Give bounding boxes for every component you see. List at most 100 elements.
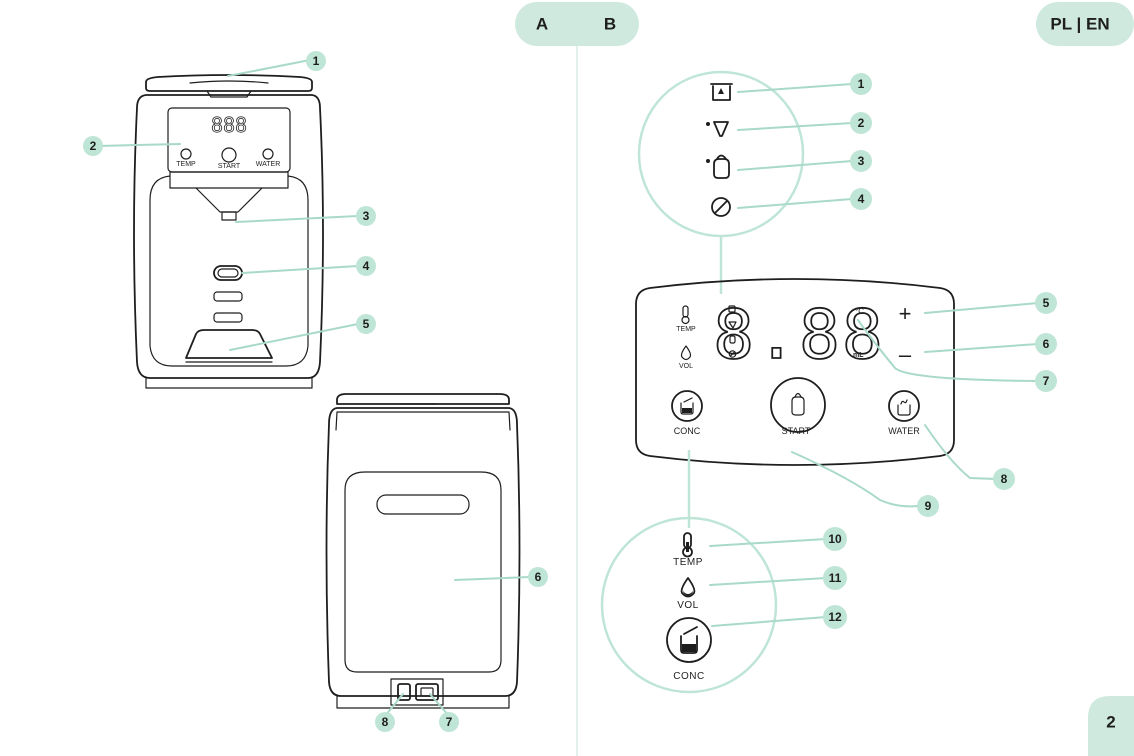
badge-a4-label: 4 bbox=[363, 259, 370, 273]
zoom-top: 1 2 3 4 bbox=[639, 72, 872, 294]
back-base bbox=[337, 696, 509, 708]
front-temp-label: TEMP bbox=[176, 161, 196, 168]
language-label: PL | EN bbox=[1050, 15, 1109, 34]
funnel bbox=[196, 188, 262, 212]
leader-z4 bbox=[738, 199, 852, 208]
badge-z11-label: 11 bbox=[829, 571, 842, 585]
badge-z10-label: 10 bbox=[828, 532, 842, 546]
back-shoulder bbox=[336, 412, 510, 430]
badge-z3-label: 3 bbox=[858, 154, 865, 168]
badge-z1-label: 1 bbox=[858, 77, 865, 91]
conc-label: CONC bbox=[674, 426, 701, 436]
badge-z4-label: 4 bbox=[858, 192, 865, 206]
badge-a2-label: 2 bbox=[90, 139, 97, 153]
panel-vol-icon bbox=[682, 346, 691, 360]
water-tank bbox=[345, 472, 501, 672]
cavity-slot-lower bbox=[214, 313, 242, 322]
vol-icon bbox=[682, 578, 695, 597]
bottle-icon bbox=[706, 156, 729, 179]
tank-handle bbox=[377, 495, 469, 514]
front-base bbox=[146, 378, 312, 388]
badge-b6-label: 6 bbox=[535, 570, 542, 584]
leader-z12 bbox=[712, 617, 826, 626]
leader-a3 bbox=[236, 216, 358, 222]
leader-z2 bbox=[738, 123, 852, 130]
zoom-conc-button bbox=[667, 618, 711, 662]
view-tab-background bbox=[515, 2, 639, 46]
badge-b8-label: 8 bbox=[382, 715, 389, 729]
badge-p9-label: 9 bbox=[925, 499, 932, 513]
back-body bbox=[327, 408, 520, 696]
front-water-button bbox=[263, 149, 273, 159]
control-panel: TEMP VOL 8.88 °C mL + – CONC bbox=[636, 279, 1057, 517]
badge-a3-label: 3 bbox=[363, 209, 370, 223]
leader-p6 bbox=[925, 344, 1038, 352]
front-body bbox=[134, 95, 323, 378]
front-water-label: WATER bbox=[256, 161, 281, 168]
funnel-icon bbox=[706, 122, 728, 136]
power-socket bbox=[416, 684, 438, 700]
zoom-vol-label: VOL bbox=[677, 600, 699, 611]
badge-b7-label: 7 bbox=[446, 715, 453, 729]
leader-a4 bbox=[242, 266, 358, 273]
leader-a5 bbox=[230, 324, 358, 350]
leader-p8 bbox=[925, 425, 996, 479]
plus-button[interactable]: + bbox=[899, 301, 912, 326]
leader-z3 bbox=[738, 161, 852, 170]
panel-unit-vol: mL bbox=[853, 352, 864, 359]
panel-display: 8.88 °C mL bbox=[713, 296, 885, 375]
dispense-icon bbox=[711, 84, 732, 100]
leader-a1 bbox=[228, 60, 310, 76]
lid-hinge bbox=[207, 91, 251, 97]
panel-vol-label: VOL bbox=[679, 363, 693, 370]
front-display: 888 bbox=[211, 113, 247, 137]
dispenser-head bbox=[170, 172, 288, 188]
cavity-button-inner bbox=[218, 269, 238, 277]
view-tab-group: A B bbox=[515, 2, 639, 46]
zoom-top-circle bbox=[639, 72, 803, 236]
start-label: START bbox=[782, 426, 811, 436]
zoom-bottom: TEMP VOL CONC 10 11 12 bbox=[602, 450, 847, 692]
front-view-illustration: 888 TEMP START WATER bbox=[134, 75, 323, 388]
front-temp-button bbox=[181, 149, 191, 159]
zoom-conc-label: CONC bbox=[673, 671, 704, 682]
badge-p5-label: 5 bbox=[1043, 296, 1050, 310]
leader-z10 bbox=[710, 539, 826, 546]
panel-temp-label: TEMP bbox=[676, 326, 696, 333]
badge-p8-label: 8 bbox=[1001, 472, 1008, 486]
badge-a1-label: 1 bbox=[313, 54, 320, 68]
lid-handle bbox=[190, 81, 268, 83]
tab-a-label: A bbox=[536, 15, 548, 34]
leader-z1 bbox=[738, 84, 852, 92]
water-button[interactable] bbox=[889, 391, 919, 421]
badge-z2-label: 2 bbox=[858, 116, 865, 130]
start-button[interactable] bbox=[771, 378, 825, 432]
zoom-temp-label: TEMP bbox=[673, 557, 703, 568]
minus-button[interactable]: – bbox=[899, 342, 912, 367]
panel-temp-icon bbox=[682, 306, 689, 324]
page-number: 2 bbox=[1106, 713, 1115, 732]
front-start-button bbox=[222, 148, 236, 162]
badge-p6-label: 6 bbox=[1043, 337, 1050, 351]
language-tab: PL | EN bbox=[1036, 2, 1134, 46]
panel-unit-temp: °C bbox=[855, 307, 864, 316]
lid bbox=[146, 75, 312, 91]
page-number-tab: 2 bbox=[1088, 696, 1134, 756]
no-entry-icon bbox=[712, 198, 730, 216]
badge-z12-label: 12 bbox=[828, 610, 842, 624]
leader-z11 bbox=[710, 578, 826, 585]
tab-b-label: B bbox=[604, 15, 616, 34]
back-view-illustration bbox=[327, 394, 520, 708]
conc-button[interactable] bbox=[672, 391, 702, 421]
front-start-label: START bbox=[218, 163, 241, 170]
nozzle bbox=[222, 212, 236, 220]
back-lid bbox=[337, 394, 509, 404]
water-label: WATER bbox=[888, 426, 920, 436]
back-callouts: 6 7 8 bbox=[375, 567, 548, 732]
start-bottle-icon bbox=[792, 397, 804, 415]
cavity-slot-upper bbox=[214, 292, 242, 301]
temp-icon bbox=[683, 533, 692, 557]
badge-a5-label: 5 bbox=[363, 317, 370, 331]
water-steam-icon bbox=[901, 400, 907, 404]
